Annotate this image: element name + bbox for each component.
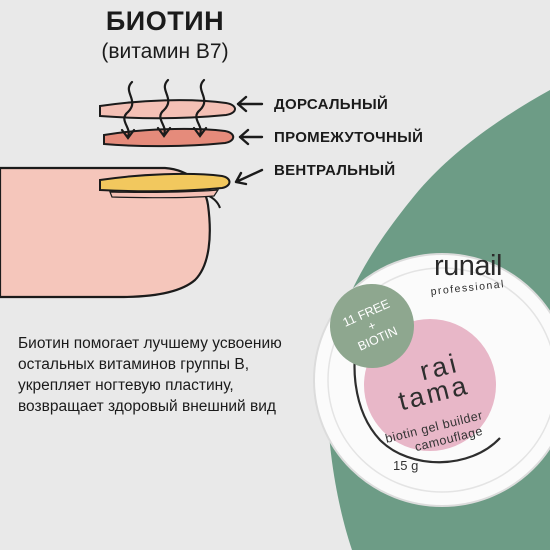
page-subtitle: (витамин B7) — [101, 40, 229, 63]
label-ventral: ВЕНТРАЛЬНЫЙ — [274, 162, 396, 179]
label-pointer-arrows — [234, 95, 264, 186]
dorsal-layer-shape — [99, 99, 236, 120]
badge-line-3: BIOTIN — [355, 323, 400, 354]
description-text: Биотин помогает лучшему усвоению остальн… — [18, 335, 282, 415]
badge-line-1: 11 FREE — [340, 296, 392, 330]
product-weight: 15 g — [393, 458, 419, 473]
ventral-layer-shape — [99, 172, 231, 193]
page-title: БИОТИН — [105, 6, 225, 36]
label-intermediate: ПРОМЕЖУТОЧНЫЙ — [274, 129, 424, 146]
brand-logo: runail — [434, 250, 502, 282]
label-dorsal: ДОРСАЛЬНЫЙ — [274, 96, 389, 113]
biotin-wave-arrows — [120, 78, 208, 140]
nail-layers-illustration — [0, 78, 264, 299]
